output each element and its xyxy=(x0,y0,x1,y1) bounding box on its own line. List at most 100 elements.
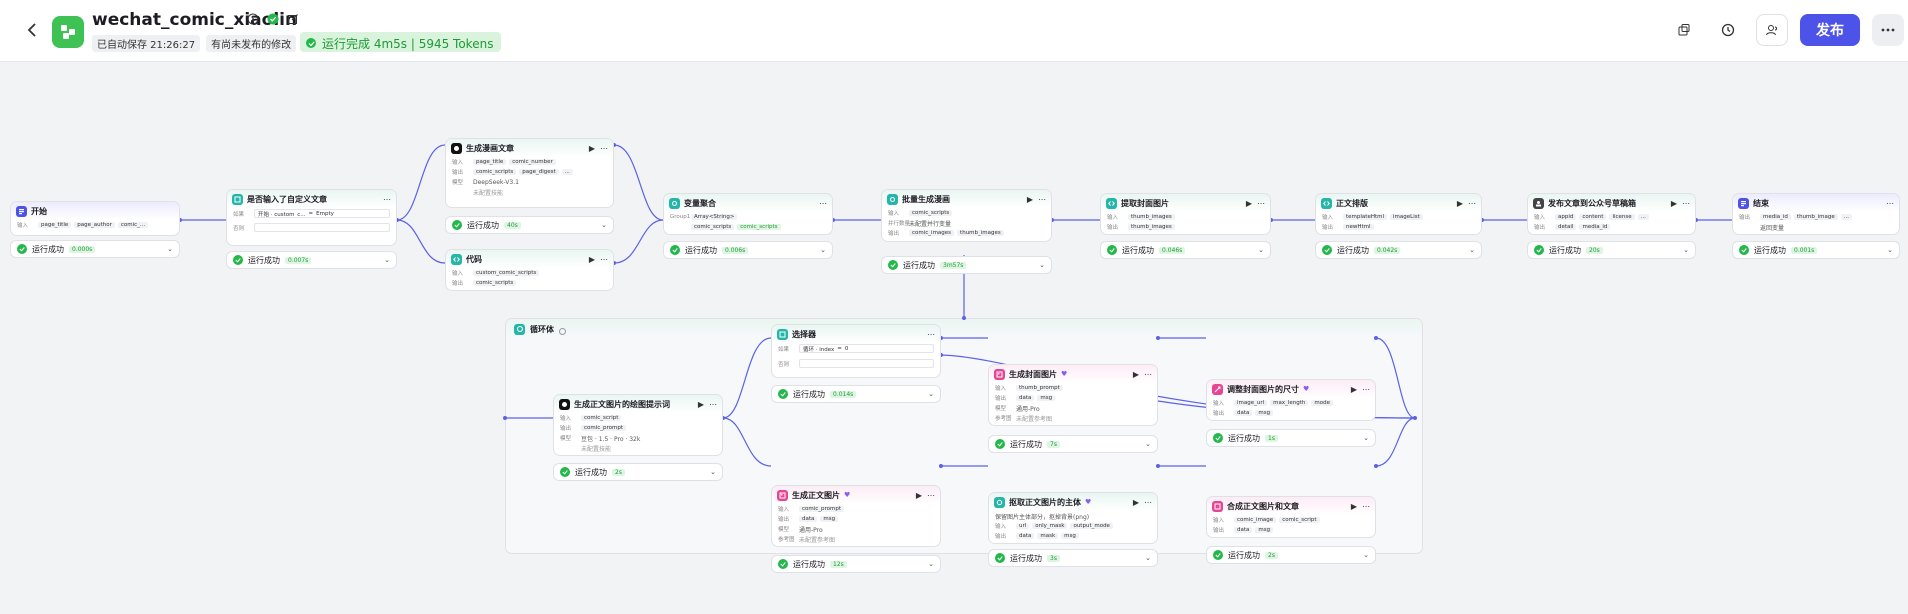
else-field[interactable] xyxy=(799,359,934,368)
play-icon[interactable]: ▶ xyxy=(697,399,704,409)
chevron-down-icon[interactable]: ⌄ xyxy=(1145,554,1151,562)
autosave-tag: 已自动保存 21:26:27 xyxy=(92,34,201,52)
chevron-down-icon[interactable]: ⌄ xyxy=(384,256,390,264)
chevron-down-icon[interactable]: ⌄ xyxy=(928,560,934,568)
more-icon[interactable]: ⋯ xyxy=(600,143,608,153)
more-icon[interactable]: ⋯ xyxy=(1468,198,1476,208)
more-icon[interactable]: ⋯ xyxy=(1257,198,1265,208)
node-selector[interactable]: 选择器⋯ 如果循环 · index=0 否则 xyxy=(771,324,941,378)
info-icon[interactable] xyxy=(246,12,260,26)
chevron-down-icon[interactable]: ⌄ xyxy=(928,390,934,398)
more-icon[interactable]: ⋯ xyxy=(1362,501,1370,511)
chevron-down-icon[interactable]: ⌄ xyxy=(1363,551,1369,559)
play-icon[interactable]: ▶ xyxy=(1350,501,1357,511)
more-icon[interactable]: ⋯ xyxy=(600,254,608,264)
more-icon[interactable]: ⋯ xyxy=(1362,384,1370,394)
more-icon[interactable]: ⋯ xyxy=(709,399,717,409)
cond-right: Empty xyxy=(316,210,334,217)
more-icon[interactable]: ⋯ xyxy=(1038,194,1046,204)
chevron-down-icon[interactable]: ⌄ xyxy=(601,221,607,229)
more-icon[interactable]: ⋯ xyxy=(819,198,827,208)
else-field[interactable] xyxy=(254,223,390,232)
play-icon[interactable]: ▶ xyxy=(1245,198,1252,208)
loop-info-icon[interactable] xyxy=(559,320,566,339)
play-icon[interactable]: ▶ xyxy=(1670,198,1677,208)
more-icon[interactable]: ⋯ xyxy=(1144,369,1152,379)
chevron-down-icon[interactable]: ⌄ xyxy=(1887,246,1893,254)
chevron-down-icon[interactable]: ⌄ xyxy=(1683,246,1689,254)
play-icon[interactable]: ▶ xyxy=(1350,384,1357,394)
more-button[interactable] xyxy=(1872,14,1904,46)
chevron-down-icon[interactable]: ⌄ xyxy=(1469,246,1475,254)
chevron-down-icon[interactable]: ⌄ xyxy=(820,246,826,254)
collaborators-button[interactable] xyxy=(1756,14,1788,46)
more-icon[interactable]: ⋯ xyxy=(1144,497,1152,507)
code-icon xyxy=(451,253,462,265)
condition-field[interactable]: 循环 · index=0 xyxy=(799,344,934,353)
play-icon[interactable]: ▶ xyxy=(915,490,922,500)
chevron-down-icon[interactable]: ⌄ xyxy=(1363,434,1369,442)
chevron-down-icon[interactable]: ⌄ xyxy=(167,245,173,253)
play-icon[interactable]: ▶ xyxy=(588,254,595,264)
more-icon[interactable]: ⋯ xyxy=(927,490,935,500)
node-selector-custom-article[interactable]: 是否输入了自定义文章⋯ 如果开始 · custom_c...=Empty 否则 xyxy=(226,189,397,246)
success-icon xyxy=(995,439,1005,449)
history-button[interactable] xyxy=(1712,14,1744,46)
chevron-down-icon[interactable]: ⌄ xyxy=(1145,440,1151,448)
more-icon[interactable]: ⋯ xyxy=(927,329,935,339)
play-icon[interactable]: ▶ xyxy=(1026,194,1033,204)
chevron-down-icon[interactable]: ⌄ xyxy=(1258,246,1264,254)
chevron-down-icon[interactable]: ⌄ xyxy=(1039,261,1045,269)
back-arrow-icon[interactable] xyxy=(22,20,42,40)
workflow-canvas[interactable]: 循环体 xyxy=(0,63,1908,614)
more-icon[interactable]: ⋯ xyxy=(1886,198,1894,208)
more-icon[interactable]: ⋯ xyxy=(1682,198,1690,208)
play-icon[interactable]: ▶ xyxy=(1456,198,1463,208)
play-icon[interactable]: ▶ xyxy=(1132,369,1139,379)
status-time: 0.046s xyxy=(1159,246,1186,254)
play-icon[interactable]: ▶ xyxy=(588,143,595,153)
chevron-down-icon[interactable]: ⌄ xyxy=(710,468,716,476)
run-status-badge[interactable]: 运行完成 4m5s | 5945 Tokens xyxy=(300,32,502,52)
play-icon[interactable]: ▶ xyxy=(1132,497,1139,507)
node-title: 发布文章到公众号草稿箱 xyxy=(1548,198,1636,208)
copy-button[interactable] xyxy=(1668,14,1700,46)
status-time: 7s xyxy=(1047,440,1060,448)
edit-icon[interactable] xyxy=(286,12,300,26)
condition-field[interactable]: 开始 · custom_c...=Empty xyxy=(254,209,390,218)
more-icon[interactable]: ⋯ xyxy=(383,194,391,204)
var-chip: comic_scripts xyxy=(737,224,781,230)
publish-button[interactable]: 发布 xyxy=(1800,14,1860,46)
